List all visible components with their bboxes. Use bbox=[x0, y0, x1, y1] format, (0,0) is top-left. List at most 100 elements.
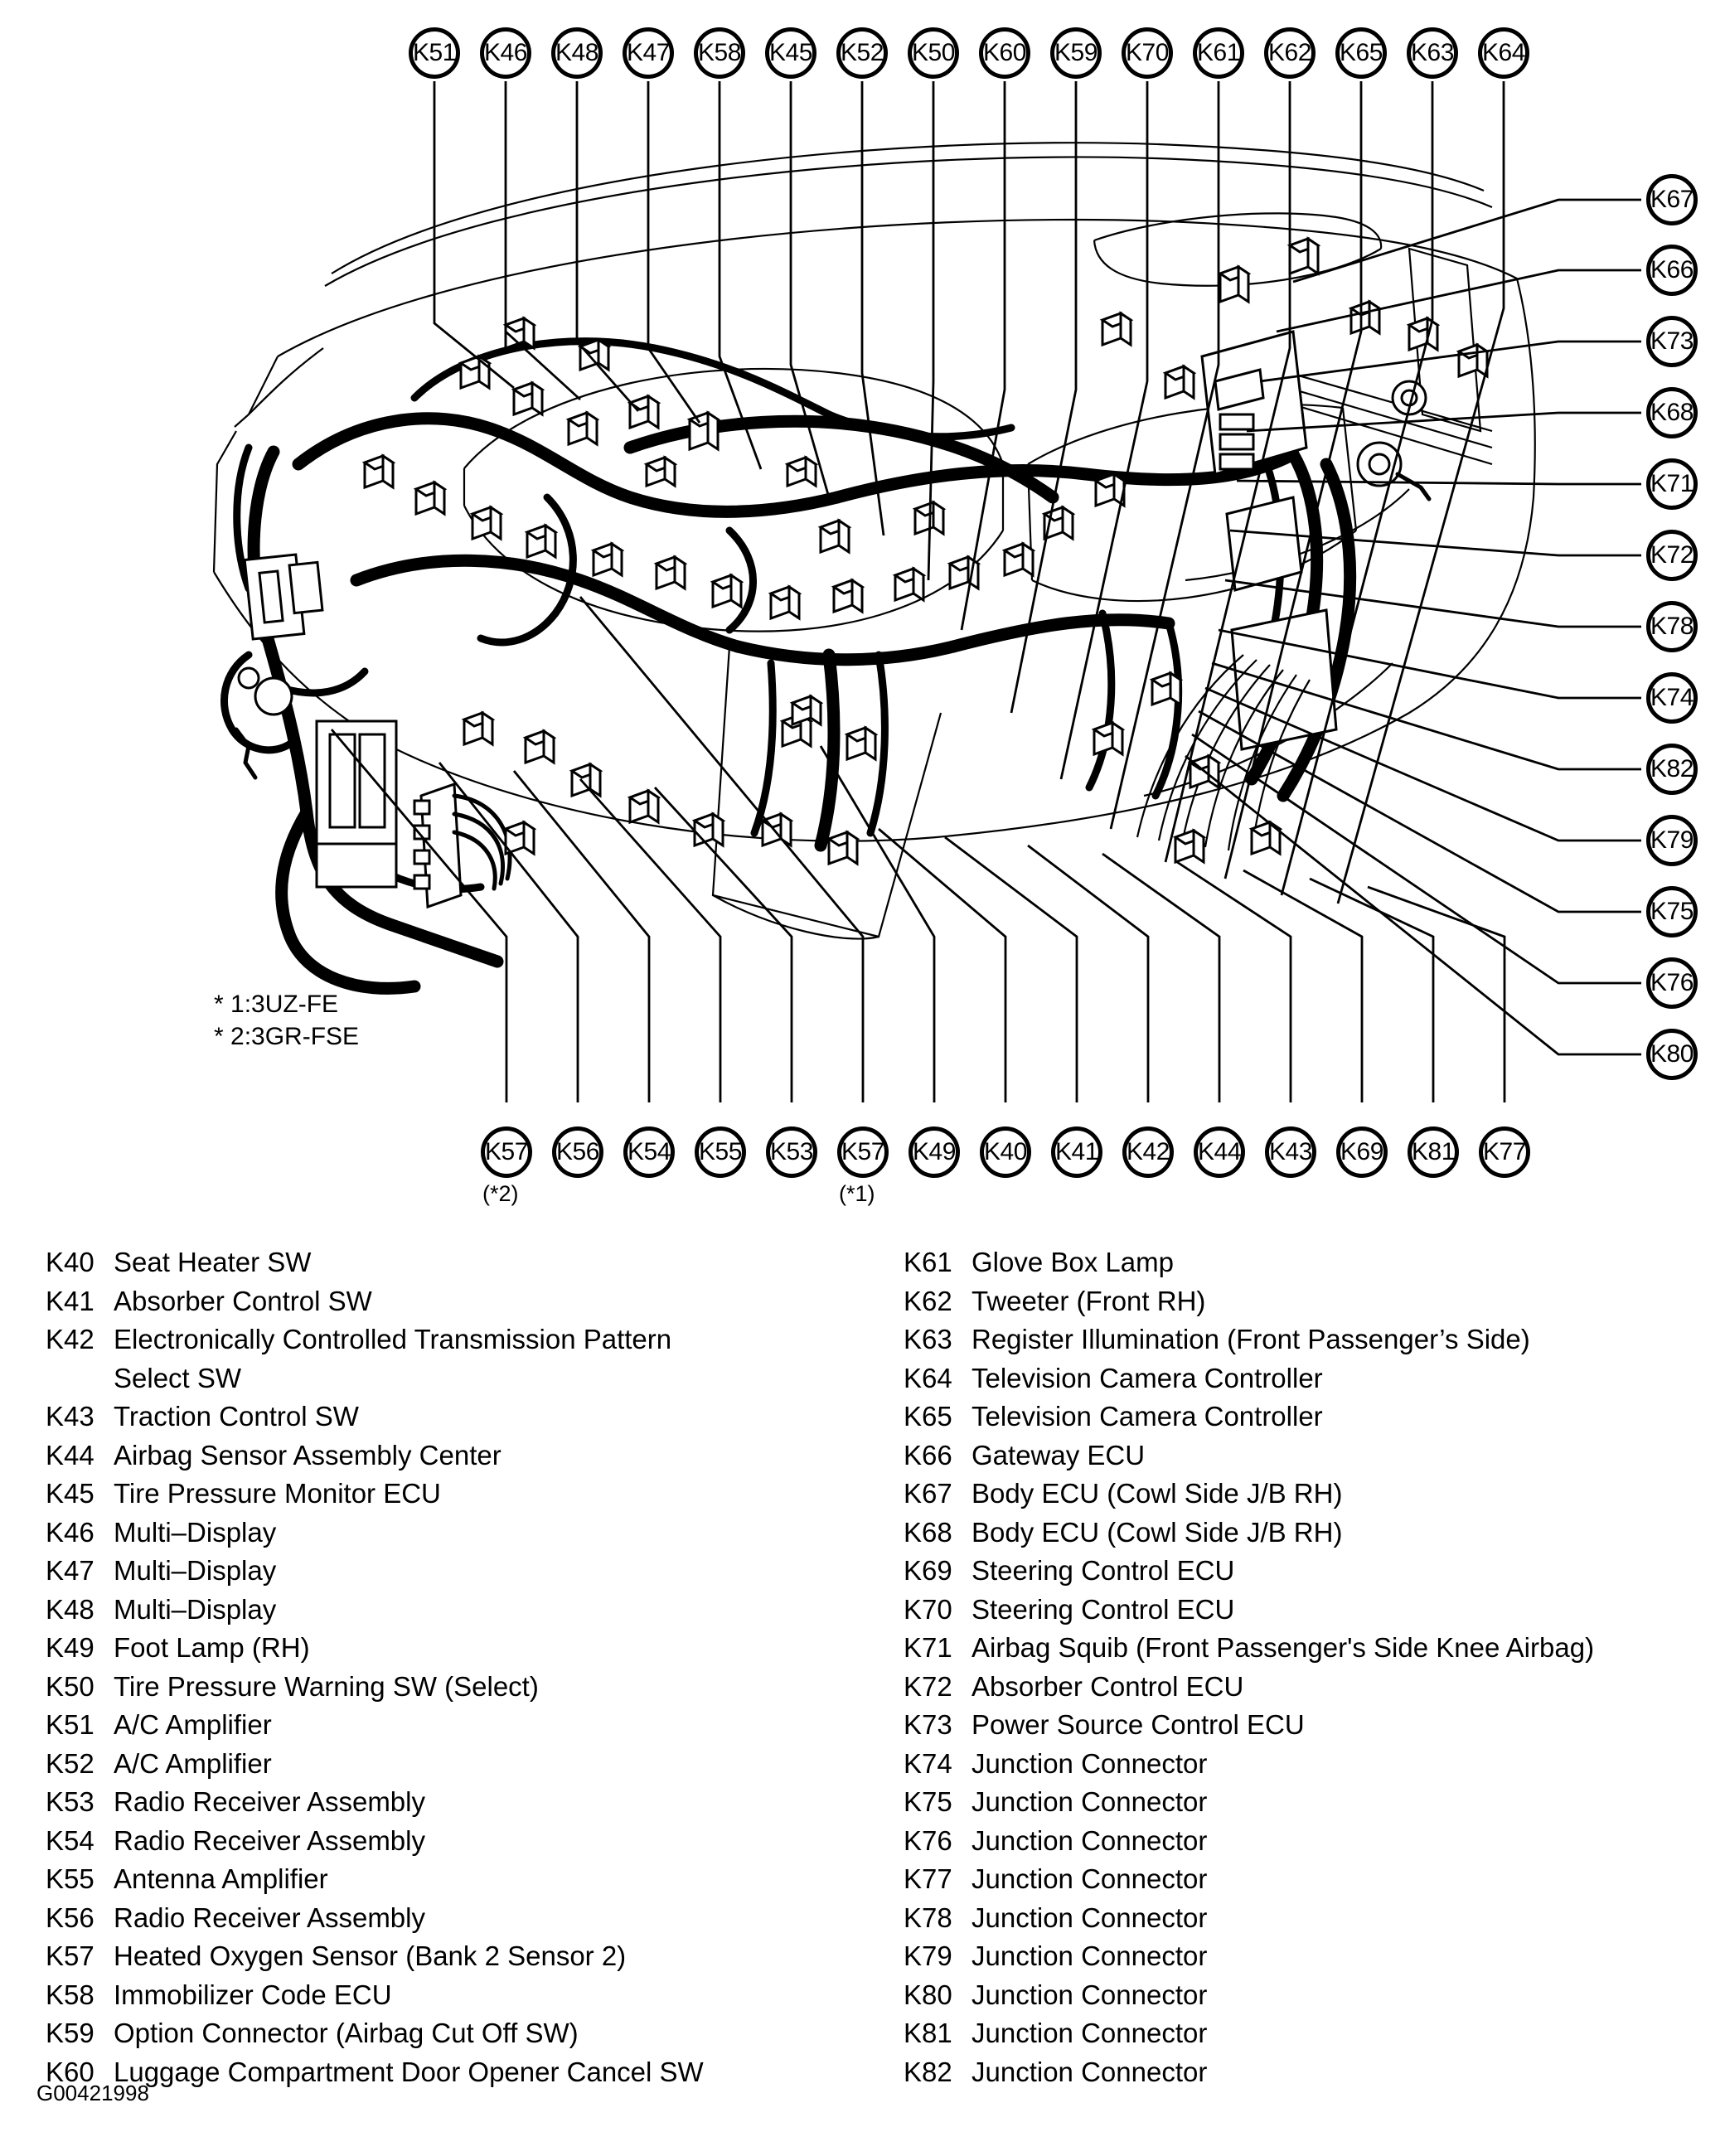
junction-block-right bbox=[1136, 330, 1432, 855]
callout-k56[interactable]: K56 bbox=[552, 1126, 603, 1178]
legend-description: A/C Amplifier bbox=[114, 1747, 272, 1779]
figure-id: G00421998 bbox=[36, 2081, 149, 2105]
legend-description: Radio Receiver Assembly bbox=[114, 1902, 425, 1933]
legend-description: Body ECU (Cowl Side J/B RH) bbox=[972, 1478, 1343, 1509]
callout-k42[interactable]: K42 bbox=[1122, 1126, 1174, 1178]
callout-k52[interactable]: K52 bbox=[836, 27, 888, 79]
callout-k67[interactable]: K67 bbox=[1646, 174, 1698, 225]
legend-code: K46 bbox=[46, 1516, 94, 1548]
legend-code: K79 bbox=[904, 1940, 952, 1971]
legend-description: Tweeter (Front RH) bbox=[972, 1285, 1206, 1316]
legend-description: Multi–Display bbox=[114, 1516, 277, 1548]
callout-k60[interactable]: K60 bbox=[979, 27, 1030, 79]
legend-code: K82 bbox=[904, 2056, 952, 2087]
callout-k76[interactable]: K76 bbox=[1646, 957, 1698, 1009]
leader-lines-bottom bbox=[330, 596, 1506, 1102]
callout-k57[interactable]: K57 bbox=[481, 1126, 532, 1178]
legend-description: Absorber Control SW bbox=[114, 1285, 372, 1316]
legend-description: Radio Receiver Assembly bbox=[114, 1824, 425, 1856]
legend-code: K71 bbox=[904, 1632, 952, 1663]
callout-k63[interactable]: K63 bbox=[1407, 27, 1458, 79]
legend-description: Tire Pressure Warning SW (Select) bbox=[114, 1670, 539, 1702]
legend-code: K73 bbox=[904, 1709, 952, 1740]
callout-k68[interactable]: K68 bbox=[1646, 387, 1698, 438]
legend-description: Television Camera Controller bbox=[972, 1362, 1323, 1393]
callout-k81[interactable]: K81 bbox=[1408, 1126, 1459, 1178]
legend-code: K81 bbox=[904, 2018, 952, 2048]
callout-k48[interactable]: K48 bbox=[551, 27, 603, 79]
callout-k61[interactable]: K61 bbox=[1193, 27, 1244, 79]
callout-k66[interactable]: K66 bbox=[1646, 245, 1698, 296]
callout-k77[interactable]: K77 bbox=[1479, 1126, 1530, 1178]
callout-k80[interactable]: K80 bbox=[1646, 1029, 1698, 1080]
legend-row: Select SW bbox=[46, 1359, 870, 1398]
callout-k82[interactable]: K82 bbox=[1646, 744, 1698, 795]
legend-code: K78 bbox=[904, 1902, 952, 1933]
legend-description: Heated Oxygen Sensor (Bank 2 Sensor 2) bbox=[114, 1940, 627, 1971]
legend-code: K76 bbox=[904, 1824, 952, 1856]
callout-k62[interactable]: K62 bbox=[1264, 27, 1316, 79]
callout-k55[interactable]: K55 bbox=[695, 1126, 746, 1178]
legend-code: K41 bbox=[46, 1285, 94, 1316]
leader-lines-right bbox=[1185, 198, 1641, 1056]
callout-k71[interactable]: K71 bbox=[1646, 458, 1698, 510]
legend-code: K54 bbox=[46, 1824, 94, 1856]
callout-k49[interactable]: K49 bbox=[909, 1126, 960, 1178]
callout-k73[interactable]: K73 bbox=[1646, 316, 1698, 367]
legend-code: K65 bbox=[904, 1401, 952, 1432]
callout-k44[interactable]: K44 bbox=[1194, 1126, 1245, 1178]
callout-k74[interactable]: K74 bbox=[1646, 672, 1698, 724]
callout-k75[interactable]: K75 bbox=[1646, 886, 1698, 937]
callout-k58[interactable]: K58 bbox=[694, 27, 745, 79]
callout-k45[interactable]: K45 bbox=[765, 27, 816, 79]
callout-k65[interactable]: K65 bbox=[1335, 27, 1387, 79]
harness-illustration bbox=[212, 81, 1641, 1102]
legend-description: Television Camera Controller bbox=[972, 1401, 1323, 1432]
legend-description: Tire Pressure Monitor ECU bbox=[114, 1478, 441, 1509]
callout-k53[interactable]: K53 bbox=[766, 1126, 817, 1178]
callout-k51[interactable]: K51 bbox=[409, 27, 460, 79]
legend-row: K41 Absorber Control SW bbox=[46, 1282, 870, 1321]
engine-code-notes: * 1:3UZ-FE* 2:3GR-FSE bbox=[214, 988, 359, 1053]
callout-k41[interactable]: K41 bbox=[1051, 1126, 1102, 1178]
callout-k43[interactable]: K43 bbox=[1265, 1126, 1316, 1178]
callout-note-k57: (*1) bbox=[839, 1181, 875, 1206]
legend-description: Junction Connector bbox=[972, 2018, 1208, 2048]
legend-code: K75 bbox=[904, 1786, 952, 1817]
callout-k64[interactable]: K64 bbox=[1478, 27, 1529, 79]
callout-k40[interactable]: K40 bbox=[980, 1126, 1031, 1178]
callout-k50[interactable]: K50 bbox=[908, 27, 959, 79]
legend-description: Option Connector (Airbag Cut Off SW) bbox=[114, 2018, 579, 2048]
callout-k78[interactable]: K78 bbox=[1646, 601, 1698, 652]
callout-note-k57: (*2) bbox=[482, 1181, 519, 1206]
engine-note-line: * 1:3UZ-FE bbox=[214, 991, 339, 1018]
leader-lines-top bbox=[433, 81, 1505, 904]
callout-k59[interactable]: K59 bbox=[1050, 27, 1102, 79]
legend-code: K58 bbox=[46, 1979, 94, 2010]
callout-k54[interactable]: K54 bbox=[623, 1126, 675, 1178]
callout-k72[interactable]: K72 bbox=[1646, 530, 1698, 581]
callout-k70[interactable]: K70 bbox=[1122, 27, 1173, 79]
legend-description: Luggage Compartment Door Opener Cancel S… bbox=[114, 2056, 704, 2087]
callout-k47[interactable]: K47 bbox=[623, 27, 674, 79]
callout-k79[interactable]: K79 bbox=[1646, 815, 1698, 866]
callout-k69[interactable]: K69 bbox=[1336, 1126, 1388, 1178]
callout-k57[interactable]: K57 bbox=[837, 1126, 889, 1178]
callout-k46[interactable]: K46 bbox=[480, 27, 531, 79]
